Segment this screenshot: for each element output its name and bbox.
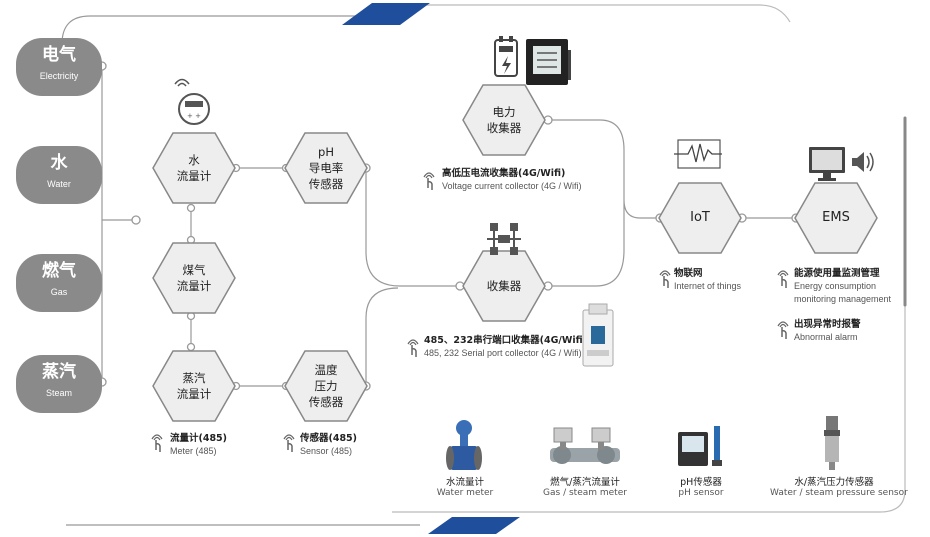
caption-en: Meter (485) (170, 446, 217, 456)
device-cn: pH传感器 (680, 477, 722, 488)
collector-node: 收集器 (462, 250, 546, 322)
source-en-label: Steam (45, 388, 72, 398)
caption-en: 485, 232 Serial port collector (4G / Wif… (424, 348, 582, 358)
power-collector-node: 电力 收集器 (462, 84, 546, 156)
touch-icon (423, 172, 435, 190)
source-en-label: Gas (50, 287, 68, 297)
touch-icon (659, 270, 671, 288)
device-en: Water / steam pressure sensor (770, 488, 908, 498)
top-frame-line (61, 15, 356, 45)
touch-icon (777, 270, 789, 288)
source-cn-label: 水 (50, 153, 68, 173)
node-label: EMS (822, 210, 850, 225)
svg-text:+ +: + + (187, 112, 201, 120)
device-cn: 水流量计 (445, 477, 484, 488)
iot-node: IoT (658, 182, 742, 254)
caption-cn: 传感器(485) (300, 433, 358, 444)
device-en: Gas / steam meter (543, 488, 627, 498)
monitor-speaker-icon (809, 147, 874, 181)
bottom-accent-bar (428, 517, 520, 534)
source-en-label: Water (47, 179, 71, 189)
iot-caption: 物联网 Internet of things (674, 267, 741, 293)
caption-en: Abnormal alarm (794, 332, 858, 342)
din-rail-collector-device-icon (582, 303, 614, 367)
pressure-sensor-device: 水/蒸汽压力传感器 Water / steam pressure sensor (770, 474, 908, 498)
ems-node: EMS (794, 182, 878, 254)
voltage-collector-caption: 高低压电流收集器(4G/Wifi) Voltage current collec… (442, 167, 582, 193)
touch-icon (151, 434, 163, 452)
source-cn-label: 燃气 (42, 261, 76, 281)
ph-sensor-device-icon (678, 426, 722, 466)
gas-steam-meter-device: 燃气/蒸汽流量计 Gas / steam meter (540, 474, 630, 498)
touch-icon (283, 434, 295, 452)
source-water: 水 Water (16, 146, 102, 204)
caption-cn: 高低压电流收集器(4G/Wifi) (442, 168, 566, 179)
device-cn: 水/蒸汽压力传感器 (794, 477, 874, 488)
ph-sensor-node: pH 导电率 传感器 (284, 132, 368, 204)
abnormal-alarm-caption: 出现异常时报警 Abnormal alarm (794, 318, 861, 344)
top-accent-bar (342, 3, 430, 25)
pressure-sensor-device-icon (824, 416, 840, 470)
device-en: Water meter (436, 488, 494, 498)
caption-cn: 485、232串行端口收集器(4G/Wifi) (424, 335, 587, 346)
source-en-label: Electricity (39, 71, 79, 81)
device-cn: 燃气/蒸汽流量计 (550, 477, 620, 488)
caption-en: monitoring management (794, 294, 892, 304)
node-label: 电力 收集器 (486, 105, 522, 135)
source-cn-label: 蒸汽 (42, 362, 76, 382)
source-gas: 燃气 Gas (16, 254, 102, 312)
node-label: 水 流量计 (176, 153, 212, 183)
meter485-caption: 流量计(485) Meter (485) (170, 432, 227, 458)
power-meter-device-icon (526, 39, 571, 85)
caption-cn: 出现异常时报警 (794, 319, 861, 330)
steam-meter-node: 蒸汽 流量计 (152, 350, 236, 422)
network-collector-icon (487, 223, 521, 255)
node-label: IoT (690, 210, 710, 225)
source-cn-label: 电气 (42, 45, 76, 65)
source-electricity: 电气 Electricity (16, 38, 102, 96)
water-meter-node: 水 流量计 (152, 132, 236, 204)
serial-collector-caption: 485、232串行端口收集器(4G/Wifi) 485, 232 Serial … (424, 334, 587, 360)
node-label: 煤气 流量计 (176, 263, 212, 293)
signal-waveform-icon (674, 139, 722, 169)
touch-icon (777, 321, 789, 339)
caption-cn: 能源使用量监测管理 (794, 268, 880, 279)
ph-sensor-device: pH传感器 pH sensor (666, 474, 736, 498)
node-label: 蒸汽 流量计 (176, 371, 212, 401)
water-meter-device-icon (446, 420, 482, 470)
caption-en: Energy consumption (794, 281, 877, 291)
gas-steam-meter-device-icon (550, 427, 620, 464)
smart-meter-icon: + + (174, 78, 210, 125)
caption-cn: 流量计(485) (170, 433, 228, 444)
node-label: pH 导电率 传感器 (308, 145, 344, 191)
source-steam: 蒸汽 Steam (16, 355, 102, 413)
caption-en: Voltage current collector (4G / Wifi) (442, 181, 582, 191)
power-plug-icon (494, 36, 518, 77)
gas-meter-node: 煤气 流量计 (152, 242, 236, 314)
caption-cn: 物联网 (674, 268, 703, 279)
caption-en: Internet of things (674, 281, 742, 291)
device-en: pH sensor (678, 488, 724, 498)
sensor485-caption: 传感器(485) Sensor (485) (300, 432, 357, 458)
temp-pressure-sensor-node: 温度 压力 传感器 (284, 350, 368, 422)
touch-icon (407, 339, 419, 357)
node-label: 收集器 (486, 279, 522, 293)
energy-monitoring-caption: 能源使用量监测管理 Energy consumption monitoring … (794, 267, 891, 306)
caption-en: Sensor (485) (300, 446, 353, 456)
water-meter-device: 水流量计 Water meter (432, 474, 498, 498)
node-label: 温度 压力 传感器 (308, 363, 344, 409)
